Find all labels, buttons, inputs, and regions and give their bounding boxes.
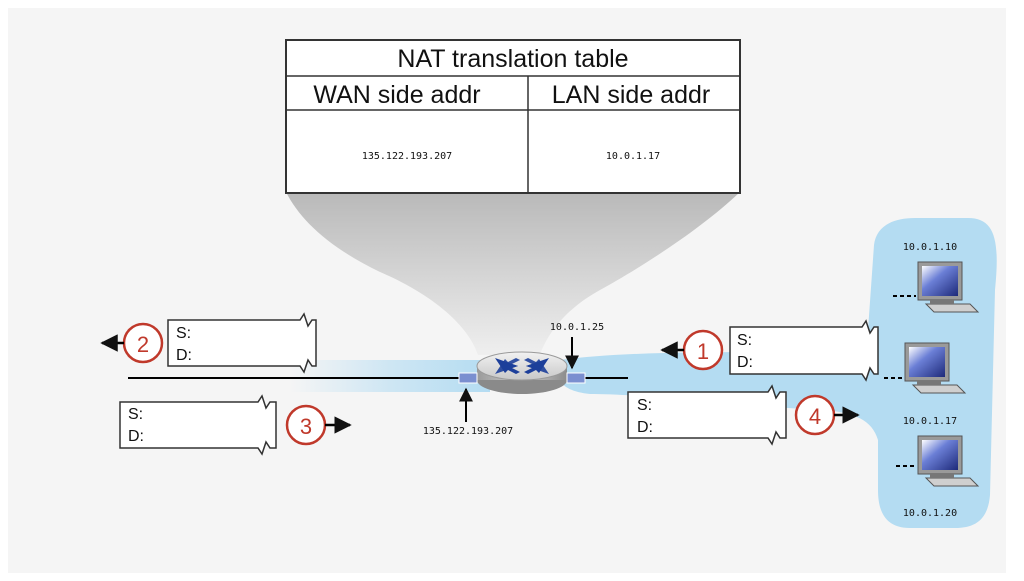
host-1-ip: 10.0.1.10 xyxy=(903,242,957,253)
host-computer-2 xyxy=(884,342,967,394)
monitor-icon xyxy=(922,440,958,470)
wan-addr-cell: 135.122.193.207 xyxy=(362,151,452,162)
keyboard-icon xyxy=(924,303,980,313)
step-2-number: 2 xyxy=(137,332,149,357)
wan-column-header: WAN side addr xyxy=(313,81,480,109)
router-arrows-icon xyxy=(495,358,549,374)
monitor-icon xyxy=(922,266,958,296)
packet-4-dst-label: D: xyxy=(637,419,653,436)
monitor-icon xyxy=(909,347,945,377)
step-4-number: 4 xyxy=(809,404,821,429)
keyboard-icon xyxy=(911,384,967,394)
packet-3: S: D: 3 xyxy=(119,394,352,456)
packet-1-src-label: S: xyxy=(737,332,752,349)
packet-3-box xyxy=(119,394,277,456)
host-computer-1 xyxy=(893,261,980,313)
packet-2: S: D: 2 xyxy=(100,312,317,374)
packet-1-box xyxy=(729,319,879,382)
nat-translation-table: NAT translation table WAN side addr LAN … xyxy=(285,39,741,194)
packet-4-src-label: S: xyxy=(637,397,652,414)
step-3-number: 3 xyxy=(300,414,312,439)
host-computer-3 xyxy=(896,435,980,487)
zoom-funnel xyxy=(286,192,740,355)
wan-port xyxy=(458,372,478,384)
lan-column-header: LAN side addr xyxy=(552,81,710,109)
keyboard-icon xyxy=(924,477,980,487)
lan-addr-cell: 10.0.1.17 xyxy=(606,151,660,162)
packet-2-dst-label: D: xyxy=(176,347,192,364)
packet-2-box xyxy=(167,312,317,374)
packet-3-dst-label: D: xyxy=(128,428,144,445)
packet-4: S: D: 4 xyxy=(627,384,860,446)
lan-port xyxy=(566,372,586,384)
router-wan-ip: 135.122.193.207 xyxy=(423,426,513,437)
packet-1: S: D: 1 xyxy=(660,319,879,382)
step-1-number: 1 xyxy=(697,339,709,364)
packet-1-dst-label: D: xyxy=(737,354,753,371)
router-lan-ip: 10.0.1.25 xyxy=(550,322,604,333)
packet-3-src-label: S: xyxy=(128,406,143,423)
packet-4-box xyxy=(627,384,787,446)
packet-2-src-label: S: xyxy=(176,325,191,342)
table-title: NAT translation table xyxy=(397,45,628,73)
host-3-ip: 10.0.1.20 xyxy=(903,508,957,519)
wan-gradient xyxy=(290,360,490,392)
host-2-ip: 10.0.1.17 xyxy=(903,416,957,427)
